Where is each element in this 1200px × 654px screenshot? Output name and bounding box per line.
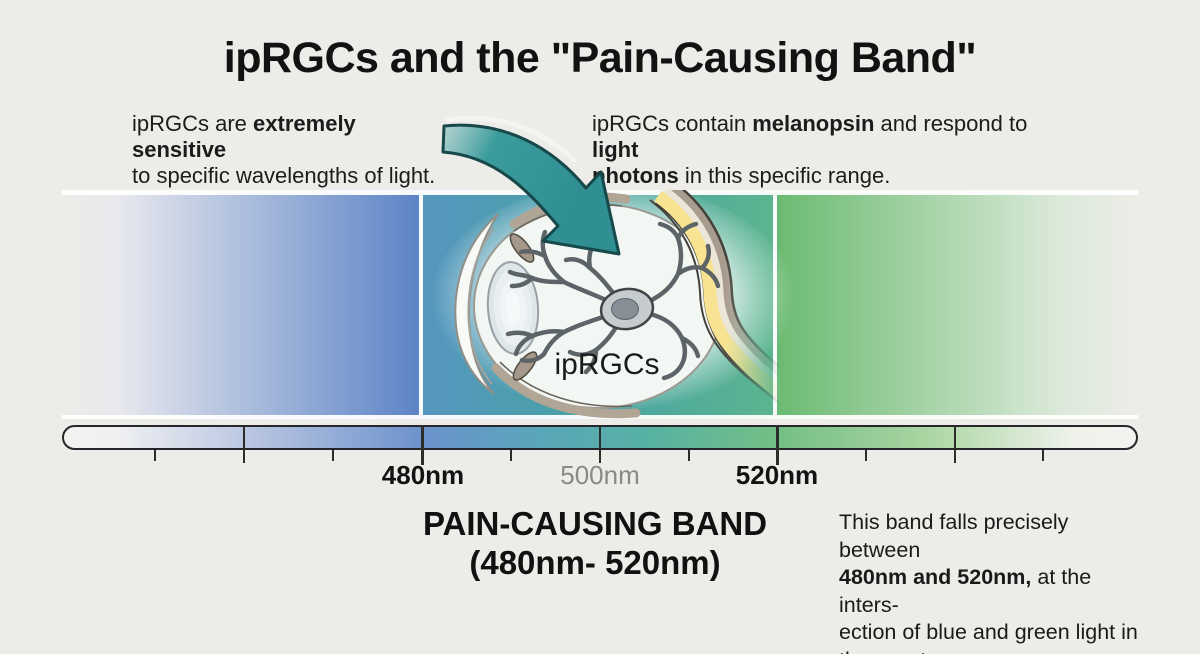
pain-band-title: PAIN-CAUSING BAND (480nm- 520nm): [395, 504, 795, 582]
footnote-line3: ection of blue and green light in: [839, 620, 1138, 644]
callout-right-bold2: light: [592, 137, 639, 162]
scale-tick-460: [243, 425, 245, 463]
callout-right-bold1: melanopsin: [752, 111, 875, 136]
footnote-text: This band falls precisely between 480nm …: [839, 509, 1147, 654]
band-divider-480: [419, 195, 423, 415]
eye-illustration: ipRGCs: [431, 190, 806, 419]
callout-right: ipRGCs contain melanopsin and respond to…: [592, 111, 1062, 189]
pain-band-line1: PAIN-CAUSING BAND: [422, 505, 768, 542]
optic-nerve: [649, 190, 806, 410]
callout-left-bold: extremely sensitive: [132, 111, 356, 162]
scale-tick-520: [776, 425, 779, 465]
scale-tick-450: [154, 450, 156, 461]
scale-tick-500: [599, 425, 601, 463]
callout-right-seg6: in this specific range.: [678, 163, 891, 188]
scale-tick-530: [865, 450, 867, 461]
iprgc-label: ipRGCs: [554, 348, 659, 381]
footnote-line2: at the inters-: [839, 565, 1092, 617]
wavelength-label-520: 520nm: [735, 460, 819, 490]
scale-tick-480: [421, 425, 424, 465]
scale-tick-470: [332, 450, 334, 461]
footnote-line1: This band falls precisely between: [839, 510, 1069, 562]
scale-tick-540: [954, 425, 956, 463]
footnote-line4: the spectrum.: [839, 648, 969, 654]
footnote-bold: 480nm and 520nm,: [839, 565, 1032, 589]
wavelength-label-500: 500nm: [560, 460, 640, 490]
callout-right-bold3: photons: [592, 163, 679, 188]
page-title: ipRGCs and the "Pain-Causing Band": [223, 34, 977, 82]
neuron-nucleus: [611, 298, 639, 320]
scale-tick-490: [510, 450, 512, 461]
sclera-bottom-arc: [491, 363, 641, 419]
scale-tick-510: [688, 450, 690, 461]
sclera-bottom-line: [499, 361, 633, 408]
callout-left-text: ipRGCs are: [132, 111, 254, 136]
callout-right-seg1: ipRGCs contain: [592, 111, 753, 136]
scale-tick-550: [1042, 450, 1044, 461]
callout-left-line2: to specific wavelengths of light.: [132, 163, 436, 188]
wavelength-label-480: 480nm: [381, 460, 465, 490]
callout-right-seg3: and respond to: [874, 111, 1028, 136]
pain-band-range: (480nm- 520nm): [469, 544, 721, 581]
iprgc-neuron: [505, 219, 721, 381]
callout-left: ipRGCs are extremely sensitive to specif…: [132, 111, 452, 189]
